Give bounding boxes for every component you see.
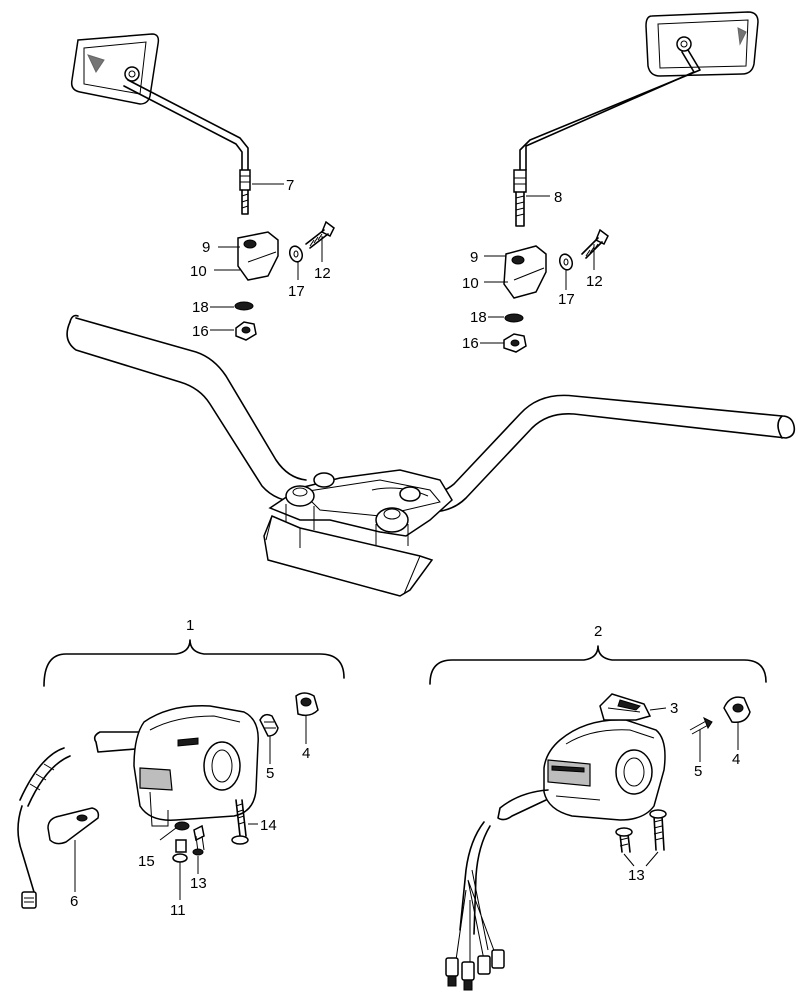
top-bridge bbox=[263, 515, 434, 597]
callout-16-left: 16 bbox=[192, 323, 209, 340]
callout-9-right: 9 bbox=[470, 249, 478, 266]
callout-group-2: 2 bbox=[594, 623, 602, 640]
callout-4-right: 4 bbox=[732, 751, 740, 768]
right-lock-washer bbox=[504, 313, 524, 323]
right-switch-wires bbox=[445, 821, 505, 991]
handlebar-upper-holder bbox=[268, 469, 453, 548]
left-bolt bbox=[305, 220, 335, 249]
left-knob-cap bbox=[295, 692, 319, 717]
right-washer bbox=[558, 253, 574, 271]
leader-lines bbox=[74, 183, 739, 900]
callout-10-left: 10 bbox=[190, 263, 207, 280]
callout-12-left: 12 bbox=[314, 265, 331, 282]
left-nut bbox=[235, 321, 257, 341]
left-switch-wire bbox=[17, 747, 71, 909]
left-mirror-stem bbox=[239, 169, 251, 215]
callout-15: 15 bbox=[138, 853, 155, 870]
callout-13-left: 13 bbox=[190, 875, 207, 892]
callout-4-left: 4 bbox=[302, 745, 310, 762]
callout-14: 14 bbox=[260, 817, 277, 834]
callout-11: 11 bbox=[170, 902, 186, 919]
right-nut bbox=[503, 333, 527, 353]
right-small-screw bbox=[689, 716, 713, 735]
handlebar bbox=[66, 314, 796, 513]
right-switch-housing bbox=[543, 719, 666, 821]
callout-18-right: 18 bbox=[470, 309, 487, 326]
right-switch-cable bbox=[497, 789, 549, 821]
callout-6: 6 bbox=[70, 893, 78, 910]
bracket-group-1 bbox=[43, 639, 345, 687]
right-mirror bbox=[519, 11, 759, 171]
callout-labels: 7 8 9 10 12 17 18 16 9 10 12 17 18 16 1 … bbox=[70, 177, 740, 919]
callout-5-right: 5 bbox=[694, 763, 702, 780]
left-washer bbox=[288, 245, 304, 263]
right-mirror-stem bbox=[513, 169, 527, 227]
right-switch-button bbox=[599, 693, 652, 721]
callout-17-right: 17 bbox=[558, 291, 575, 308]
callout-13-right: 13 bbox=[628, 867, 645, 884]
callout-group-1: 1 bbox=[186, 617, 194, 634]
left-screws bbox=[172, 799, 249, 863]
callout-17-left: 17 bbox=[288, 283, 305, 300]
left-clamp-holder bbox=[237, 231, 279, 281]
callout-5-left: 5 bbox=[266, 765, 274, 782]
left-switch-housing bbox=[133, 705, 259, 827]
right-bolt bbox=[581, 228, 609, 259]
right-knob-cap bbox=[723, 696, 751, 724]
callout-18-left: 18 bbox=[192, 299, 209, 316]
callout-3: 3 bbox=[670, 700, 678, 717]
bracket-group-2 bbox=[429, 645, 767, 685]
callout-16-right: 16 bbox=[462, 335, 479, 352]
callout-9-left: 9 bbox=[202, 239, 210, 256]
right-clamp-holder bbox=[503, 245, 547, 299]
callout-7: 7 bbox=[286, 177, 294, 194]
callout-10-right: 10 bbox=[462, 275, 479, 292]
callout-12-right: 12 bbox=[586, 273, 603, 290]
right-screws bbox=[615, 809, 667, 853]
left-knob-small bbox=[259, 713, 279, 737]
callout-8: 8 bbox=[554, 189, 562, 206]
left-lock-washer bbox=[234, 301, 254, 311]
left-mirror bbox=[70, 33, 249, 173]
left-lever-cover bbox=[47, 807, 100, 845]
